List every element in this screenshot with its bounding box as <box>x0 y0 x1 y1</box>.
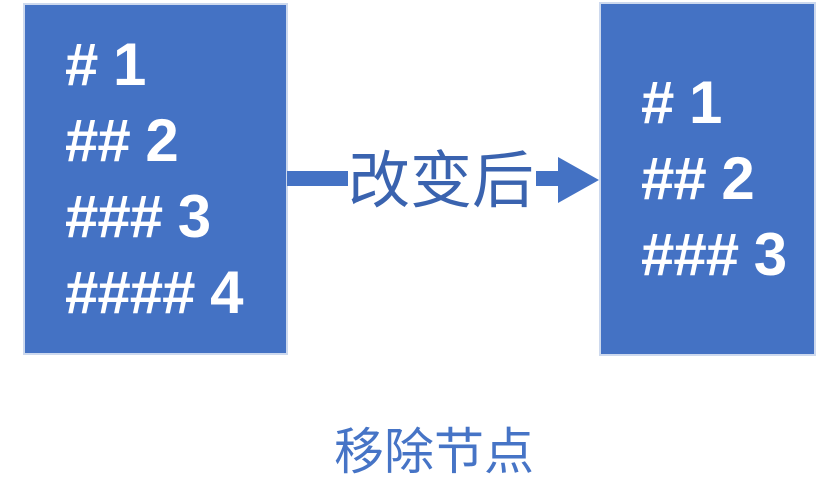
result-box-line-1: # 1 <box>641 69 722 136</box>
arrow-right-icon <box>558 157 599 203</box>
source-box-line-2: ## 2 <box>65 107 179 174</box>
diagram-caption: 移除节点 <box>334 424 534 480</box>
source-box-line-3: ### 3 <box>65 183 211 250</box>
source-box-line-1: # 1 <box>65 31 146 98</box>
source-node-box: # 1 ## 2 ### 3 #### 4 <box>23 3 288 355</box>
arrow-label: 改变后 <box>347 147 534 216</box>
result-box-line-2: ## 2 <box>641 145 755 212</box>
arrow-shaft <box>536 171 560 186</box>
result-box-line-3: ### 3 <box>641 221 787 288</box>
arrow-line-segment <box>287 171 348 186</box>
source-box-line-4: #### 4 <box>65 259 244 326</box>
result-node-box: # 1 ## 2 ### 3 <box>599 2 816 356</box>
